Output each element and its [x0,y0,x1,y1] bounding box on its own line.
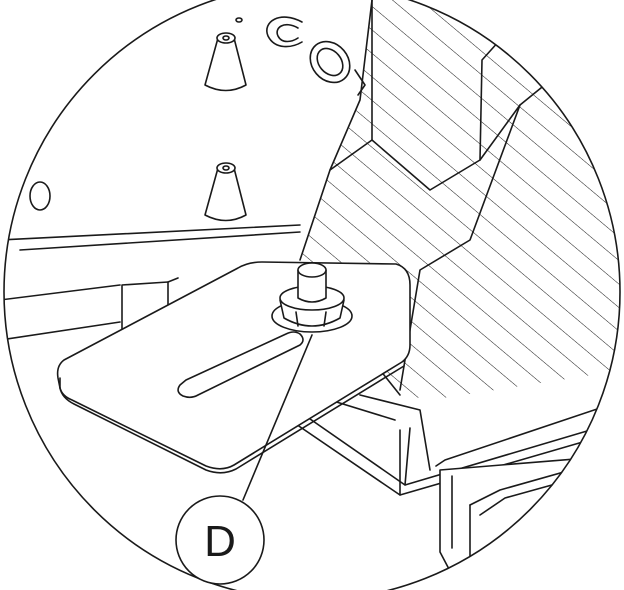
leader-line [242,334,313,501]
cone-pin-lower [204,162,247,222]
slotted-plate [56,261,411,474]
cone-pin-upper [204,17,247,92]
callout-label: D [204,517,236,566]
channel-rail [289,394,620,496]
embossed-marking [266,16,366,96]
callout-circle [175,495,265,585]
detail-boundary [3,0,621,590]
bracket-right [439,454,620,590]
fastener [271,262,353,333]
